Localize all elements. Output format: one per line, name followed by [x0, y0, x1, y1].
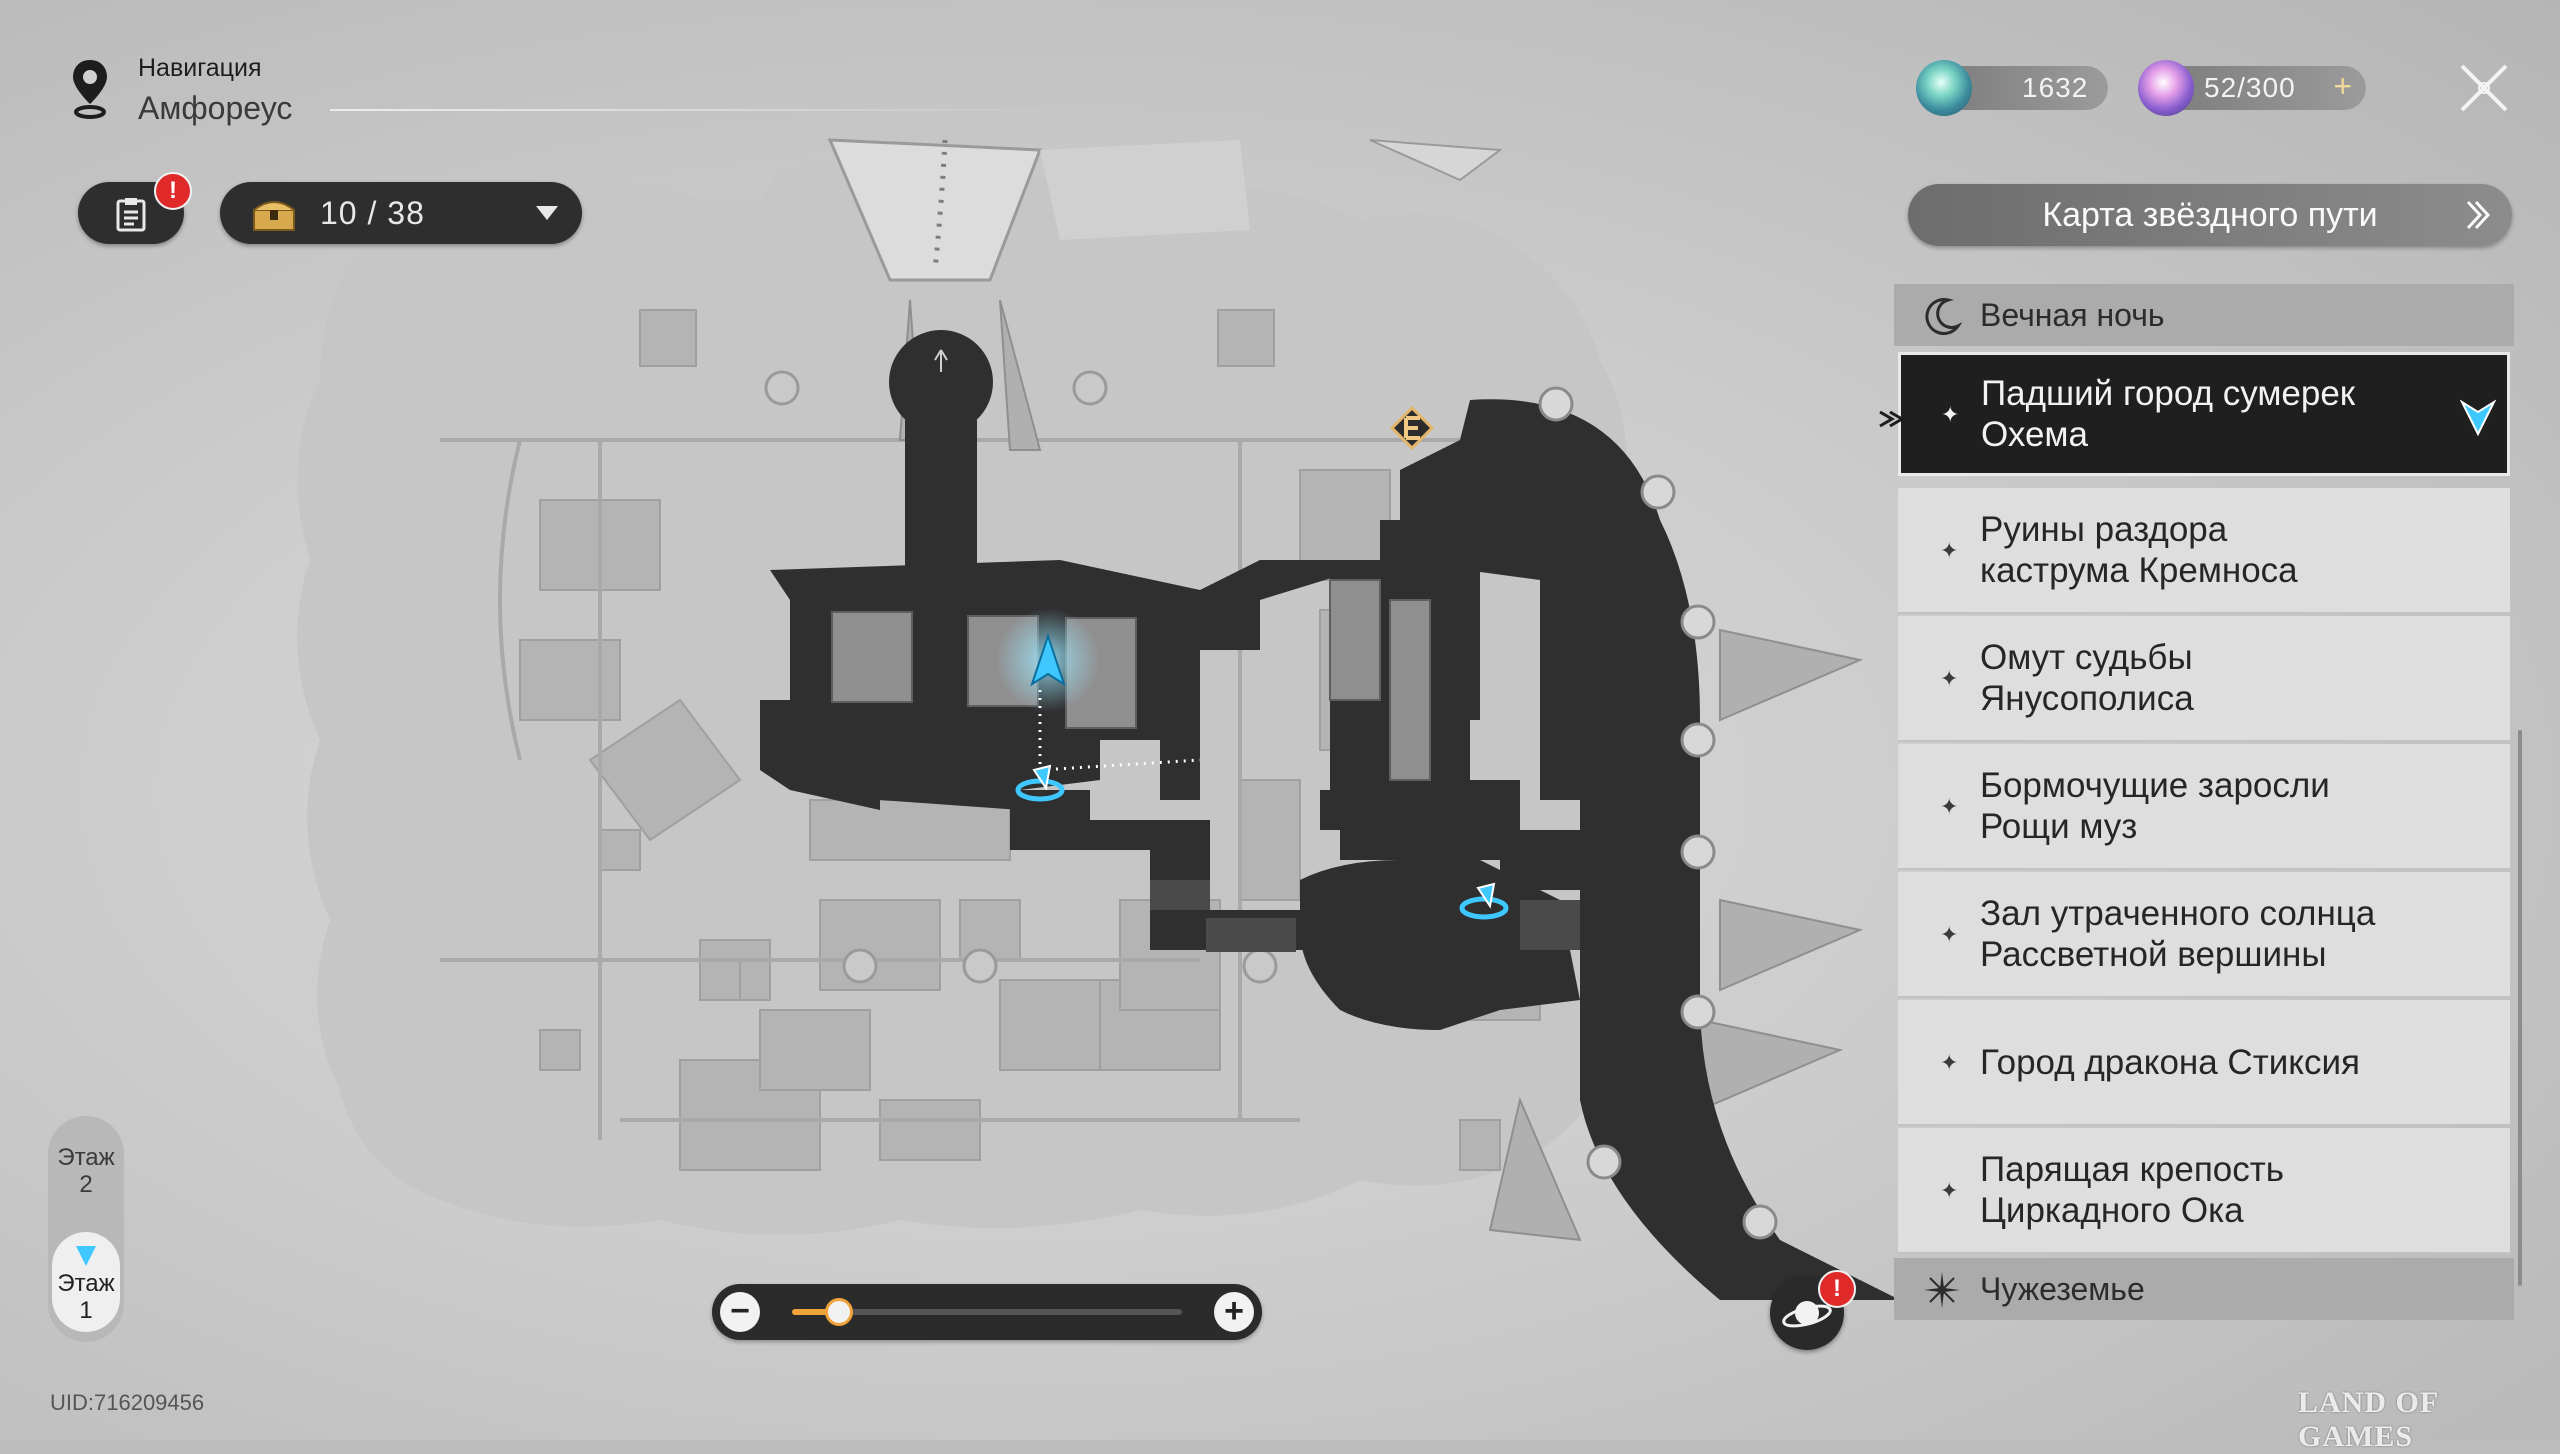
mission-log-button[interactable]: !	[78, 172, 192, 244]
map-round-nodes	[764, 370, 1278, 984]
location-label: Город дракона Стиксия	[1980, 1042, 2360, 1082]
zoom-control: − +	[712, 1284, 1262, 1340]
treasure-chest-selector[interactable]: 10 / 38	[220, 182, 582, 244]
alert-badge: !	[154, 172, 192, 210]
location-label: Бормочущие заросли Рощи муз	[1980, 766, 2330, 846]
location-item[interactable]: ✦ Город дракона Стиксия	[1898, 1000, 2510, 1126]
stellar-jade-counter[interactable]: 1632	[1916, 60, 2108, 116]
crescent-moon-icon	[1925, 298, 1962, 335]
trailblaze-power-icon	[2138, 60, 2194, 116]
star-rail-map-label: Карта звёздного пути	[2042, 196, 2378, 234]
location-label: Руины раздора каструма Кремноса	[1980, 510, 2298, 590]
location-item[interactable]: ✦ Зал утраченного солнца Рассветной верш…	[1898, 872, 2510, 998]
exit-door-icon[interactable]	[1389, 405, 1435, 451]
alert-badge: !	[1818, 1270, 1856, 1308]
add-power-button[interactable]: +	[2333, 68, 2352, 104]
zoom-in-button[interactable]: +	[1214, 1292, 1254, 1332]
map-stairs	[1150, 880, 1580, 952]
user-id: UID:716209456	[50, 1390, 205, 1415]
interastral-map-button[interactable]: !	[1770, 1270, 1856, 1350]
star-icon: ✦	[1941, 402, 1960, 427]
floor-1-label: Этаж 1	[57, 1270, 115, 1324]
location-item[interactable]: ✦ Парящая крепость Циркадного Ока	[1898, 1128, 2510, 1254]
player-arrow-icon	[1030, 632, 1066, 687]
divider	[330, 109, 1070, 111]
floor-1-button[interactable]: Этаж 1	[52, 1232, 120, 1332]
star-burst-icon	[1924, 1272, 1960, 1308]
trailblaze-power-counter[interactable]: 52/300 +	[2138, 60, 2366, 116]
location-label: Парящая крепость Циркадного Ока	[1980, 1150, 2285, 1230]
floor-2-button[interactable]: Этаж 2	[57, 1144, 115, 1198]
space-anchor-icon[interactable]	[1015, 764, 1065, 802]
star-icon: ✦	[1940, 1178, 1959, 1203]
stellar-jade-value: 1632	[2022, 72, 2089, 103]
panel-scrollbar[interactable]	[2518, 730, 2522, 1286]
map-canvas[interactable]	[0, 0, 1900, 1300]
navigation-header: Навигация Амфореус	[62, 50, 462, 140]
location-item-selected[interactable]: ✦ Падший город сумерек Охема	[1898, 352, 2510, 476]
category-label: Вечная ночь	[1980, 297, 2165, 333]
location-pin-icon	[73, 60, 107, 119]
treasure-chest-icon	[253, 201, 295, 231]
star-icon: ✦	[1940, 922, 1959, 947]
player-location-marker-icon	[2460, 399, 2496, 437]
watermark: LAND OF GAMES	[2298, 1386, 2439, 1453]
location-label: Омут судьбы Янусополиса	[1980, 638, 2194, 718]
star-icon: ✦	[1940, 666, 1959, 691]
map-upper-area	[827, 138, 1503, 282]
clipboard-icon	[116, 198, 146, 232]
category-header[interactable]: Чужеземье	[1894, 1258, 2514, 1320]
star-icon: ✦	[1940, 1050, 1959, 1075]
location-label: Падший город сумерек Охема	[1981, 374, 2356, 454]
chevron-down-icon	[536, 206, 558, 220]
zoom-slider-thumb[interactable]	[824, 1298, 853, 1326]
location-label: Зал утраченного солнца Рассветной вершин…	[1980, 894, 2376, 974]
planet-icon	[1782, 1301, 1832, 1328]
location-item[interactable]: ✦ Омут судьбы Янусополиса	[1898, 616, 2510, 742]
double-chevron-right-icon	[2466, 200, 2491, 230]
location-item[interactable]: ✦ Бормочущие заросли Рощи муз	[1898, 744, 2510, 870]
category-label: Чужеземье	[1980, 1271, 2145, 1307]
map-roads	[440, 438, 1500, 1140]
zoom-slider[interactable]	[792, 1298, 1182, 1326]
floor-selector: Этаж 2 Этаж 1	[48, 1116, 124, 1342]
star-rail-map-button[interactable]: Карта звёздного пути	[1908, 184, 2512, 246]
current-location-arrow-icon	[1879, 410, 1905, 428]
star-icon: ✦	[1940, 794, 1959, 819]
zoom-out-button[interactable]: −	[720, 1292, 760, 1332]
navigation-label: Навигация	[138, 54, 262, 82]
map-rim-nodes	[1538, 386, 1778, 1240]
current-world: Амфореус	[138, 90, 293, 126]
category-header[interactable]: Вечная ночь	[1894, 284, 2514, 346]
current-floor-icon	[76, 1246, 96, 1266]
star-icon: ✦	[1940, 538, 1959, 563]
trailblaze-power-value: 52/300	[2204, 72, 2296, 103]
space-anchor-icon[interactable]	[1459, 882, 1509, 920]
close-icon[interactable]	[2456, 60, 2512, 116]
up-arrow-icon	[934, 349, 948, 372]
treasure-chest-count: 10 / 38	[320, 195, 425, 231]
location-item[interactable]: ✦ Руины раздора каструма Кремноса	[1898, 488, 2510, 614]
zoom-slider-fill	[792, 1309, 839, 1315]
stellar-jade-icon	[1916, 60, 1972, 116]
